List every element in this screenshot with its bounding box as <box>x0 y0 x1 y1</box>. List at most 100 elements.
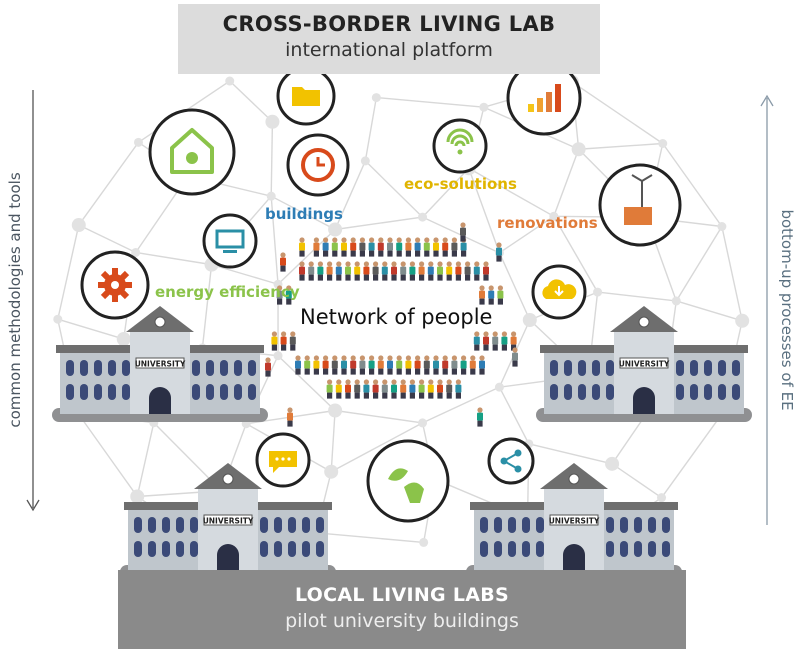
person-figure <box>299 237 305 257</box>
folder-icon <box>276 66 336 126</box>
person-figure <box>359 355 366 375</box>
person-figure <box>446 379 453 399</box>
university-sign: UNIVERSITY <box>549 517 600 526</box>
person-figure <box>280 252 286 272</box>
top-banner-title: CROSS-BORDER LIVING LAB <box>222 12 556 36</box>
person-figure <box>400 261 407 281</box>
person-figure <box>313 237 320 257</box>
person-figure <box>418 261 425 281</box>
person-figure <box>405 355 412 375</box>
person-figure <box>405 237 412 257</box>
person-figure <box>483 261 489 281</box>
person-figure <box>473 331 480 351</box>
person-figure <box>372 261 379 281</box>
person-figure <box>488 285 495 305</box>
person-figure <box>418 379 425 399</box>
university-bottom-right: UNIVERSITY <box>466 463 682 579</box>
person-figure <box>479 285 485 305</box>
person-figure <box>381 261 388 281</box>
person-figure <box>396 237 403 257</box>
person-figure <box>326 379 333 399</box>
person-figure <box>322 237 329 257</box>
bottom-banner: LOCAL LIVING LABS pilot university build… <box>118 570 686 649</box>
person-figure <box>469 355 476 375</box>
person-figure <box>345 379 351 399</box>
person-figure <box>304 355 311 375</box>
university-buildings: UNIVERSITY UNIVERSITY UNIVERSITY UNIVERSITY <box>52 306 752 579</box>
person-figure <box>437 379 443 399</box>
top-banner: CROSS-BORDER LIVING LAB international pl… <box>178 4 600 74</box>
person-figure <box>335 261 342 281</box>
label-energy-efficiency: energy efficiency <box>155 283 300 301</box>
person-figure <box>409 379 416 399</box>
wind-solar-icon <box>598 163 682 247</box>
right-up-arrow <box>760 94 774 525</box>
person-figure <box>295 355 301 375</box>
person-figure <box>423 355 430 375</box>
university-sign: UNIVERSITY <box>135 360 186 369</box>
person-figure <box>455 379 462 399</box>
person-figure <box>400 379 407 399</box>
person-figure <box>477 407 483 427</box>
wifi-icon <box>432 118 488 174</box>
plant-plug-icon <box>366 439 450 523</box>
person-figure <box>391 379 397 399</box>
person-figure <box>496 242 502 262</box>
house-fan-icon <box>148 108 236 196</box>
person-figure <box>396 355 403 375</box>
person-figure <box>427 261 434 281</box>
person-figure <box>451 237 458 257</box>
person-figure <box>455 261 462 281</box>
person-figure <box>331 355 338 375</box>
person-figure <box>414 237 421 257</box>
gear-icon <box>80 250 150 320</box>
person-figure <box>479 355 485 375</box>
university-sign: UNIVERSITY <box>619 360 670 369</box>
person-figure <box>437 261 443 281</box>
university-sign: UNIVERSITY <box>203 517 254 526</box>
bottom-banner-title: LOCAL LIVING LABS <box>294 584 510 606</box>
people-crowd <box>265 222 518 427</box>
person-figure <box>289 331 296 351</box>
person-figure <box>501 331 508 351</box>
person-figure <box>381 379 388 399</box>
person-figure <box>354 379 361 399</box>
person-figure <box>280 331 287 351</box>
person-figure <box>354 261 361 281</box>
person-figure <box>341 237 347 257</box>
share-icon <box>487 437 535 485</box>
person-figure <box>423 237 430 257</box>
topic-icons <box>80 60 682 523</box>
person-figure <box>460 222 466 242</box>
top-banner-subtitle: international platform <box>285 39 493 61</box>
person-figure <box>451 355 458 375</box>
cloud-download-icon <box>531 264 587 320</box>
left-axis-label: common methodologies and tools <box>6 172 24 427</box>
person-figure <box>368 355 375 375</box>
person-figure <box>414 355 421 375</box>
person-figure <box>510 331 517 351</box>
person-figure <box>359 237 366 257</box>
left-down-arrow <box>26 90 40 512</box>
network-of-people-label: Network of people <box>296 305 497 329</box>
person-figure <box>331 237 338 257</box>
person-figure <box>492 331 499 351</box>
clock-icon <box>286 133 350 197</box>
monitor-icon <box>202 213 258 269</box>
person-figure <box>433 237 439 257</box>
person-figure <box>368 237 375 257</box>
person-figure <box>387 355 393 375</box>
person-figure <box>446 261 453 281</box>
person-figure <box>377 237 384 257</box>
university-left: UNIVERSITY <box>52 306 268 422</box>
university-bottom-left: UNIVERSITY <box>120 463 336 579</box>
person-figure <box>299 261 305 281</box>
person-figure <box>287 407 293 427</box>
person-figure <box>464 261 471 281</box>
person-figure <box>341 355 347 375</box>
person-figure <box>345 261 351 281</box>
person-figure <box>512 347 518 367</box>
person-figure <box>335 379 342 399</box>
person-figure <box>326 261 333 281</box>
